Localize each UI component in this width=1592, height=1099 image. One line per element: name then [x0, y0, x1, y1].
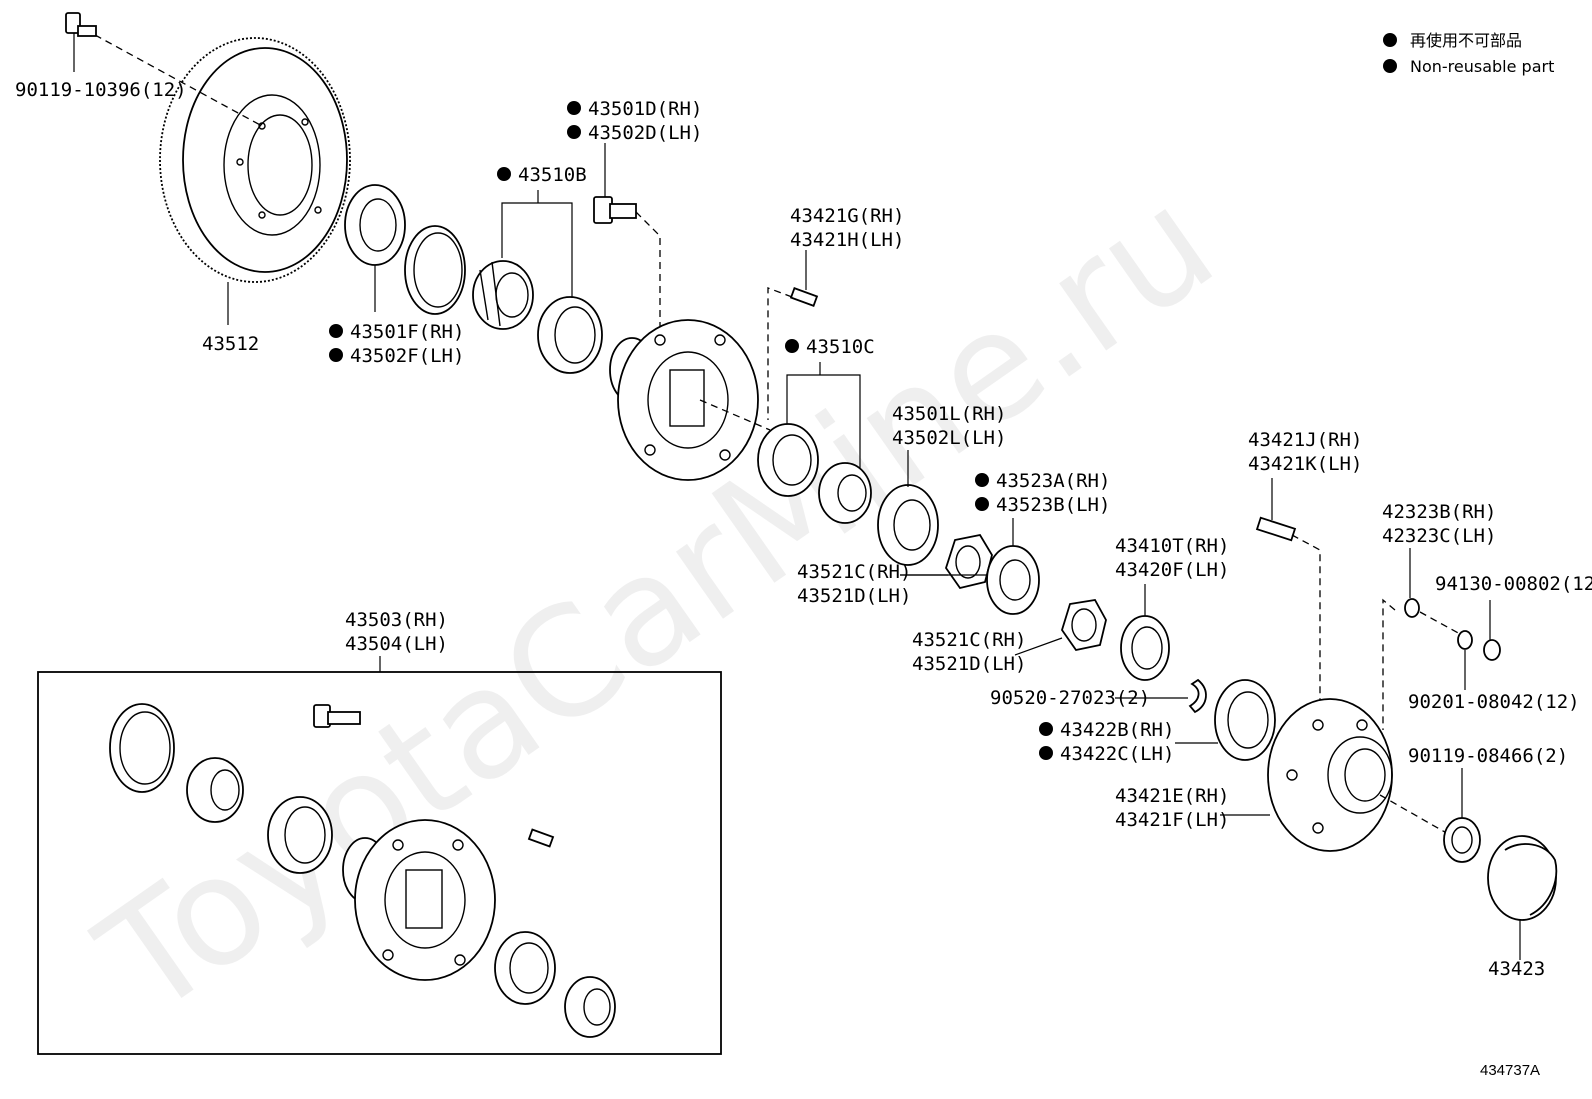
non-reusable-icon	[1039, 746, 1053, 760]
kit-ring	[109, 703, 175, 793]
brake-disc-43512	[159, 37, 351, 283]
label-43510C: 43510C	[806, 336, 875, 358]
label-43420F: 43420F(LH)	[1115, 559, 1229, 581]
label-43521C-upper: 43521C(RH)	[797, 561, 911, 583]
label-43501L: 43501L(RH)	[892, 403, 1006, 425]
kit-bolt	[313, 704, 361, 728]
hub-cap-43423	[1487, 835, 1558, 921]
label-90119-10396: 90119-10396(12)	[15, 79, 187, 101]
hub-bolt-43501D	[593, 196, 637, 224]
legend-text-en: Non-reusable part	[1410, 57, 1554, 76]
stud-43421J	[1255, 516, 1297, 542]
non-reusable-icon	[975, 473, 989, 487]
bearing-cup-43510C	[757, 423, 819, 497]
label-43422C: 43422C(LH)	[1060, 743, 1174, 765]
label-42323B: 42323B(RH)	[1382, 501, 1496, 523]
front-axle-hub	[609, 319, 759, 481]
label-43410T: 43410T(RH)	[1115, 535, 1229, 557]
hub-kit-box	[37, 671, 722, 1055]
label-43501D: 43501D(RH)	[588, 98, 702, 120]
cone-washer-42323B	[1404, 598, 1420, 618]
non-reusable-icon	[785, 339, 799, 353]
label-43421J: 43421J(RH)	[1248, 429, 1362, 451]
lock-washer-43523A	[986, 545, 1040, 615]
lock-nut-43521C-lower	[1061, 599, 1107, 652]
label-90201-08042: 90201-08042(12)	[1408, 691, 1580, 713]
ring-43410T	[1120, 615, 1170, 681]
legend-bullet-icon	[1383, 59, 1397, 73]
bolt-90119-08466	[1443, 817, 1481, 863]
label-43504: 43504(LH)	[345, 633, 448, 655]
label-43502L: 43502L(LH)	[892, 427, 1006, 449]
label-43422B: 43422B(RH)	[1060, 719, 1174, 741]
bearing-cone-43510C	[818, 462, 872, 524]
watermark: ToyotaCarMine.ru	[70, 155, 1244, 1050]
legend-text-ja: 再使用不可部品	[1410, 31, 1522, 50]
nut-94130	[1483, 639, 1501, 661]
label-43523A: 43523A(RH)	[996, 470, 1110, 492]
drive-flange-43421E	[1267, 698, 1393, 852]
non-reusable-icon	[329, 348, 343, 362]
non-reusable-icon	[1039, 722, 1053, 736]
label-43421G: 43421G(RH)	[790, 205, 904, 227]
bearing-ring	[404, 225, 466, 315]
kit-hub	[342, 819, 496, 981]
label-43421F: 43421F(LH)	[1115, 809, 1229, 831]
kit-bearing-cup-outer	[267, 796, 333, 874]
hub-bolt-90119-10396	[65, 12, 97, 37]
lock-nut-43521C-upper	[945, 533, 993, 590]
label-43421H: 43421H(LH)	[790, 229, 904, 251]
non-reusable-icon	[497, 167, 511, 181]
oil-seal-43501F	[344, 184, 406, 266]
label-42323C: 42323C(LH)	[1382, 525, 1496, 547]
kit-bearing-cone-inner	[564, 976, 616, 1038]
label-43521C-lower: 43521C(RH)	[912, 629, 1026, 651]
label-43421E: 43421E(RH)	[1115, 785, 1229, 807]
kit-pin	[527, 828, 555, 848]
label-43503: 43503(RH)	[345, 609, 448, 631]
label-43423: 43423	[1488, 958, 1545, 980]
bearing-cone-43510B	[472, 260, 534, 330]
non-reusable-icon	[975, 497, 989, 511]
kit-bearing-cone-outer	[186, 757, 244, 823]
label-43502F: 43502F(LH)	[350, 345, 464, 367]
label-43521D-upper: 43521D(LH)	[797, 585, 911, 607]
label-90520-27023: 90520-27023(2)	[990, 687, 1150, 709]
gasket-43422B	[1214, 679, 1276, 761]
label-43523B: 43523B(LH)	[996, 494, 1110, 516]
thrust-washer-43501L	[877, 484, 939, 566]
bearing-cup-43510B	[537, 296, 603, 374]
washer-90201	[1457, 630, 1473, 650]
legend: 再使用不可部品 Non-reusable part	[1383, 31, 1554, 76]
label-43521D-lower: 43521D(LH)	[912, 653, 1026, 675]
non-reusable-icon	[329, 324, 343, 338]
legend-bullet-icon	[1383, 33, 1397, 47]
label-43502D: 43502D(LH)	[588, 122, 702, 144]
non-reusable-icon	[567, 101, 581, 115]
label-43501F: 43501F(RH)	[350, 321, 464, 343]
label-90119-08466: 90119-08466(2)	[1408, 745, 1568, 767]
label-43512: 43512	[202, 333, 259, 355]
label-43421K: 43421K(LH)	[1248, 453, 1362, 475]
pin-43421G	[789, 287, 819, 307]
label-43510B: 43510B	[518, 164, 587, 186]
diagram-reference: 434737A	[1480, 1062, 1540, 1079]
kit-bearing-cup-inner	[494, 931, 556, 1005]
non-reusable-icon	[567, 125, 581, 139]
label-94130-00802: 94130-00802(12)	[1435, 573, 1592, 595]
snap-ring-90520	[1188, 678, 1207, 714]
